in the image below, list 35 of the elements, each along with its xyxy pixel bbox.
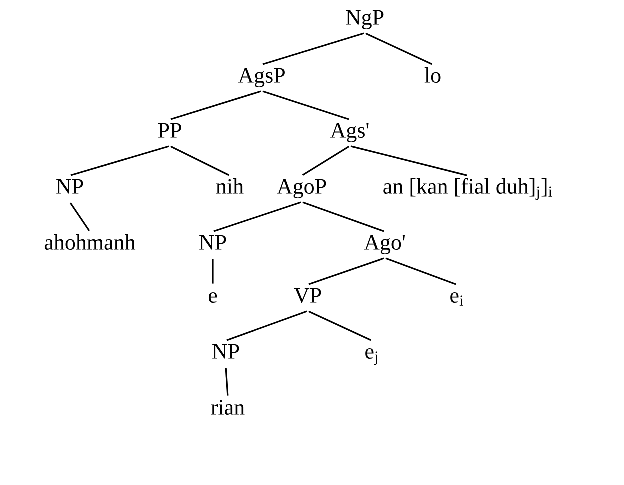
tree-label: AgsP	[238, 68, 285, 88]
tree-label: AgoP	[277, 179, 326, 199]
branch-line	[366, 32, 432, 66]
branch-line	[386, 258, 456, 286]
tree-label: lo	[424, 68, 441, 84]
tree-label: NgP	[346, 10, 384, 30]
branch-line	[308, 310, 372, 342]
tree-label: ahohmanh	[44, 234, 136, 250]
tree-label: e$_{j}$	[366, 348, 378, 366]
tree-label: NP	[212, 344, 240, 359]
branch-line	[350, 146, 468, 176]
branch-line	[262, 90, 350, 120]
branch-line	[70, 202, 90, 232]
tree-label: e	[208, 292, 218, 304]
tree-label: e$_{i}$	[450, 292, 464, 306]
tree-label: NP	[56, 179, 84, 194]
tree-label: VP	[294, 288, 322, 304]
branch-line	[302, 146, 350, 176]
tree-label: rian	[211, 400, 245, 416]
tree-label: Ags'	[330, 123, 369, 143]
tree-label: an [kan [fial duh]$_{j}$]$_{i}$	[384, 178, 552, 200]
tree-label: NP	[200, 235, 226, 250]
branch-line	[170, 146, 230, 176]
branch-line	[170, 90, 262, 120]
tree-label: PP	[158, 123, 182, 138]
branch-line	[225, 368, 229, 396]
branch-line	[214, 202, 302, 232]
branch-line	[262, 32, 364, 66]
tree-label: nih	[216, 178, 244, 194]
branch-line	[308, 258, 384, 286]
branch-line	[302, 202, 384, 232]
branch-line	[226, 310, 308, 342]
branch-line	[212, 259, 214, 284]
branch-line	[70, 146, 170, 176]
tree-label: Ago'	[364, 235, 405, 255]
